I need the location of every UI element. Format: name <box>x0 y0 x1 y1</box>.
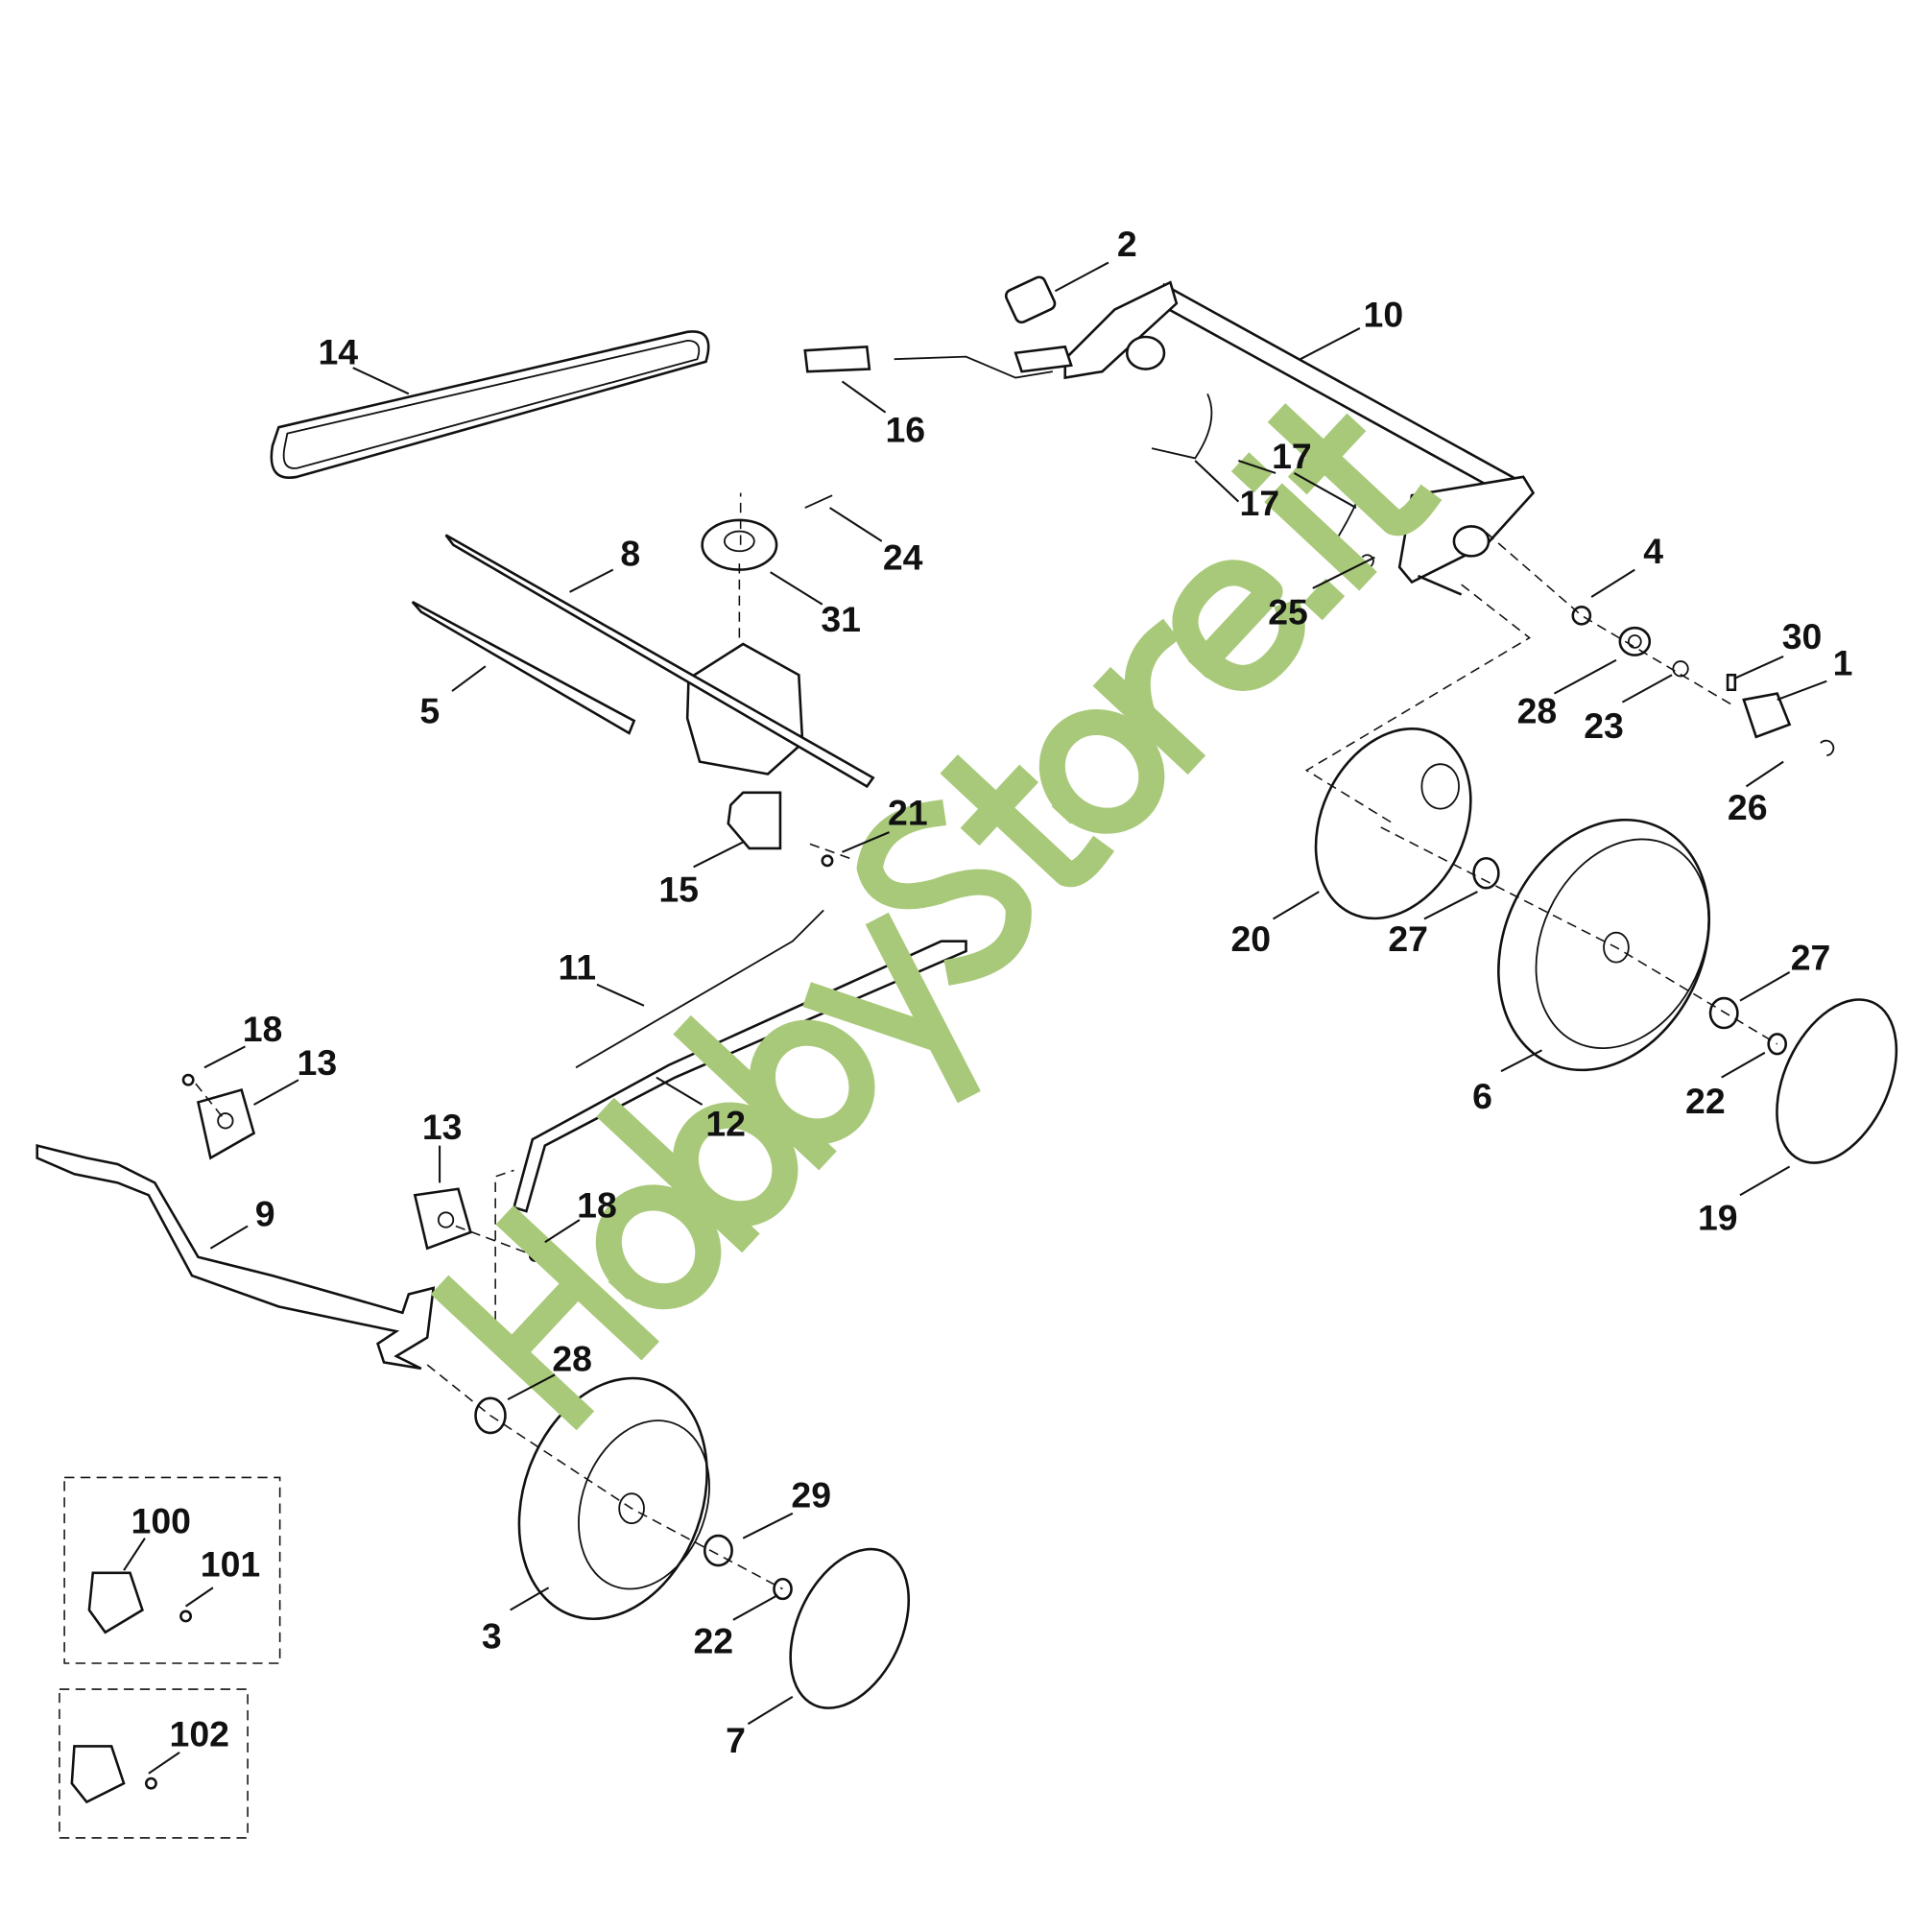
label-part-9: 9 <box>255 1193 275 1233</box>
label-part-29: 29 <box>791 1474 831 1515</box>
part-labels: 2 10 14 16 17 17 8 24 31 4 25 30 1 28 23… <box>131 224 1853 1760</box>
front-wheel-assembly <box>474 1376 911 1709</box>
label-part-13b: 13 <box>422 1107 463 1147</box>
watermark-logo <box>430 403 1443 1431</box>
optional-parts-boxes <box>59 1476 281 1839</box>
label-part-102: 102 <box>170 1713 229 1753</box>
rear-wheel-assembly <box>1314 727 1898 1164</box>
label-part-18b: 18 <box>577 1184 617 1225</box>
label-part-20: 20 <box>1230 918 1271 959</box>
label-part-22b: 22 <box>693 1621 733 1661</box>
drive-belt <box>270 330 710 479</box>
label-part-16: 16 <box>885 410 925 450</box>
label-part-4: 4 <box>1643 531 1663 571</box>
label-part-1: 1 <box>1833 642 1853 682</box>
label-part-14: 14 <box>318 331 358 371</box>
label-part-2: 2 <box>1117 224 1137 264</box>
front-axle-assembly <box>36 909 967 1371</box>
label-part-19: 19 <box>1698 1197 1738 1237</box>
label-part-12: 12 <box>705 1103 746 1143</box>
height-adjust-rear <box>1571 605 1835 757</box>
label-part-30: 30 <box>1782 616 1823 656</box>
label-part-13: 13 <box>298 1042 338 1083</box>
label-part-18: 18 <box>243 1009 283 1049</box>
label-part-28: 28 <box>1517 691 1558 731</box>
label-part-22: 22 <box>1685 1081 1726 1121</box>
label-part-26: 26 <box>1728 787 1768 827</box>
dashed-guides <box>195 492 1778 1590</box>
label-part-17: 17 <box>1272 436 1312 476</box>
label-part-8: 8 <box>620 534 640 574</box>
gearbox-assembly <box>411 494 875 868</box>
label-part-11: 11 <box>559 947 597 988</box>
label-part-28b: 28 <box>552 1338 592 1378</box>
label-part-25: 25 <box>1268 591 1308 632</box>
leader-lines <box>123 261 1827 1775</box>
label-part-24: 24 <box>883 537 923 578</box>
label-part-100: 100 <box>131 1500 191 1540</box>
label-part-17b: 17 <box>1240 483 1280 523</box>
label-part-23: 23 <box>1584 705 1624 746</box>
label-part-101: 101 <box>201 1544 260 1585</box>
lever-knob <box>803 345 1053 379</box>
label-part-21: 21 <box>888 792 928 832</box>
label-part-7: 7 <box>726 1720 746 1760</box>
label-part-15: 15 <box>658 869 699 909</box>
label-part-10: 10 <box>1364 295 1404 335</box>
label-part-5: 5 <box>419 691 440 731</box>
handle-bar-assembly <box>1004 275 1536 596</box>
label-part-6: 6 <box>1472 1076 1492 1116</box>
label-part-27b: 27 <box>1791 937 1831 977</box>
label-part-3: 3 <box>482 1616 502 1657</box>
label-part-31: 31 <box>821 599 861 639</box>
label-part-27: 27 <box>1388 918 1428 959</box>
